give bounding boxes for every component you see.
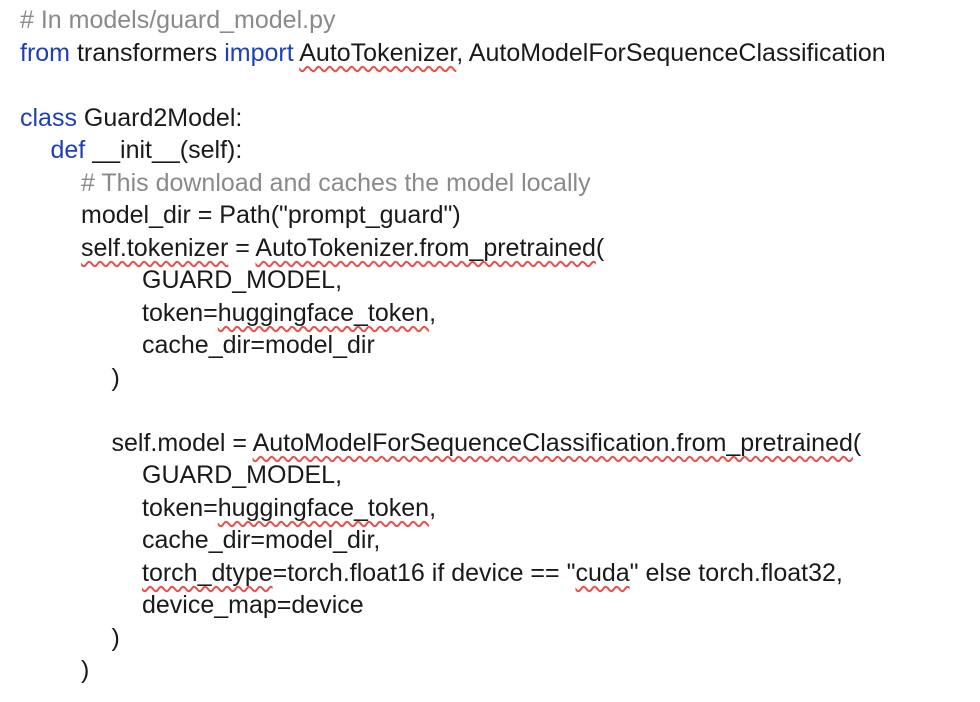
- code-token: self.model =: [111, 428, 253, 457]
- code-line: from transformers import AutoTokenizer, …: [20, 37, 976, 70]
- spellcheck-flagged-word: huggingface_token: [217, 493, 430, 522]
- code-line: torch_dtype=torch.float16 if device == "…: [20, 557, 976, 590]
- code-line: # This download and caches the model loc…: [20, 167, 976, 200]
- code-token: model_dir = Path("prompt_guard"): [81, 201, 461, 229]
- code-token: , AutoModelForSequenceClassification: [456, 38, 886, 67]
- code-line: ): [20, 654, 976, 687]
- code-keyword: class: [20, 103, 77, 132]
- spellcheck-flagged-word: cuda: [575, 558, 630, 587]
- code-token: =torch.float16 if device == ": [272, 558, 576, 587]
- code-line: ): [20, 622, 976, 655]
- code-token: GUARD_MODEL,: [142, 266, 343, 294]
- code-token: __init__(self):: [85, 136, 243, 164]
- code-token: cache_dir=model_dir,: [142, 526, 381, 554]
- code-line: [20, 394, 976, 427]
- code-line: token=huggingface_token,: [20, 492, 976, 525]
- spellcheck-flagged-word: AutoTokenizer: [299, 38, 457, 67]
- code-token: (: [595, 233, 605, 262]
- code-line: GUARD_MODEL,: [20, 264, 976, 297]
- code-token: device_map=device: [142, 591, 364, 619]
- code-line: device_map=device: [20, 589, 976, 622]
- code-line: class Guard2Model:: [20, 102, 976, 135]
- code-token: ): [81, 656, 90, 684]
- code-keyword: def: [50, 136, 86, 164]
- code-token: ): [111, 363, 120, 392]
- code-token: " else torch.float32,: [629, 558, 843, 587]
- code-line: cache_dir=model_dir,: [20, 524, 976, 557]
- code-token: token=: [142, 298, 218, 327]
- code-line: def __init__(self):: [20, 134, 976, 167]
- spellcheck-flagged-word: AutoTokenizer.from_pretrained: [255, 233, 596, 262]
- code-line: ): [20, 362, 976, 395]
- code-token: (: [852, 428, 862, 457]
- code-token: GUARD_MODEL,: [142, 461, 343, 489]
- spellcheck-flagged-word: AutoModelForSequenceClassification.from_…: [252, 428, 853, 457]
- code-line: cache_dir=model_dir: [20, 329, 976, 362]
- code-comment: # This download and caches the model loc…: [81, 168, 591, 197]
- spellcheck-flagged-word: self.tokenizer: [81, 233, 229, 262]
- code-token: ): [111, 623, 120, 652]
- code-token: ,: [429, 493, 437, 522]
- spellcheck-flagged-word: huggingface_token: [217, 298, 430, 327]
- code-token: transformers: [70, 38, 225, 67]
- code-line: self.model = AutoModelForSequenceClassif…: [20, 427, 976, 460]
- code-token: token=: [142, 493, 218, 522]
- code-line: self.tokenizer = AutoTokenizer.from_pret…: [20, 232, 976, 265]
- code-token: Guard2Model:: [76, 103, 243, 132]
- code-line: GUARD_MODEL,: [20, 459, 976, 492]
- code-token: cache_dir=model_dir: [142, 331, 375, 359]
- code-token: =: [228, 233, 256, 262]
- code-line: [20, 69, 976, 102]
- code-line: token=huggingface_token,: [20, 297, 976, 330]
- code-keyword: from: [20, 38, 70, 67]
- code-token: ,: [429, 298, 437, 327]
- spellcheck-flagged-word: torch_dtype: [142, 558, 273, 587]
- code-comment: # In models/guard_model.py: [20, 6, 336, 34]
- code-keyword: import: [224, 38, 294, 67]
- code-line: # In models/guard_model.py: [20, 4, 976, 37]
- code-line: model_dir = Path("prompt_guard"): [20, 199, 976, 232]
